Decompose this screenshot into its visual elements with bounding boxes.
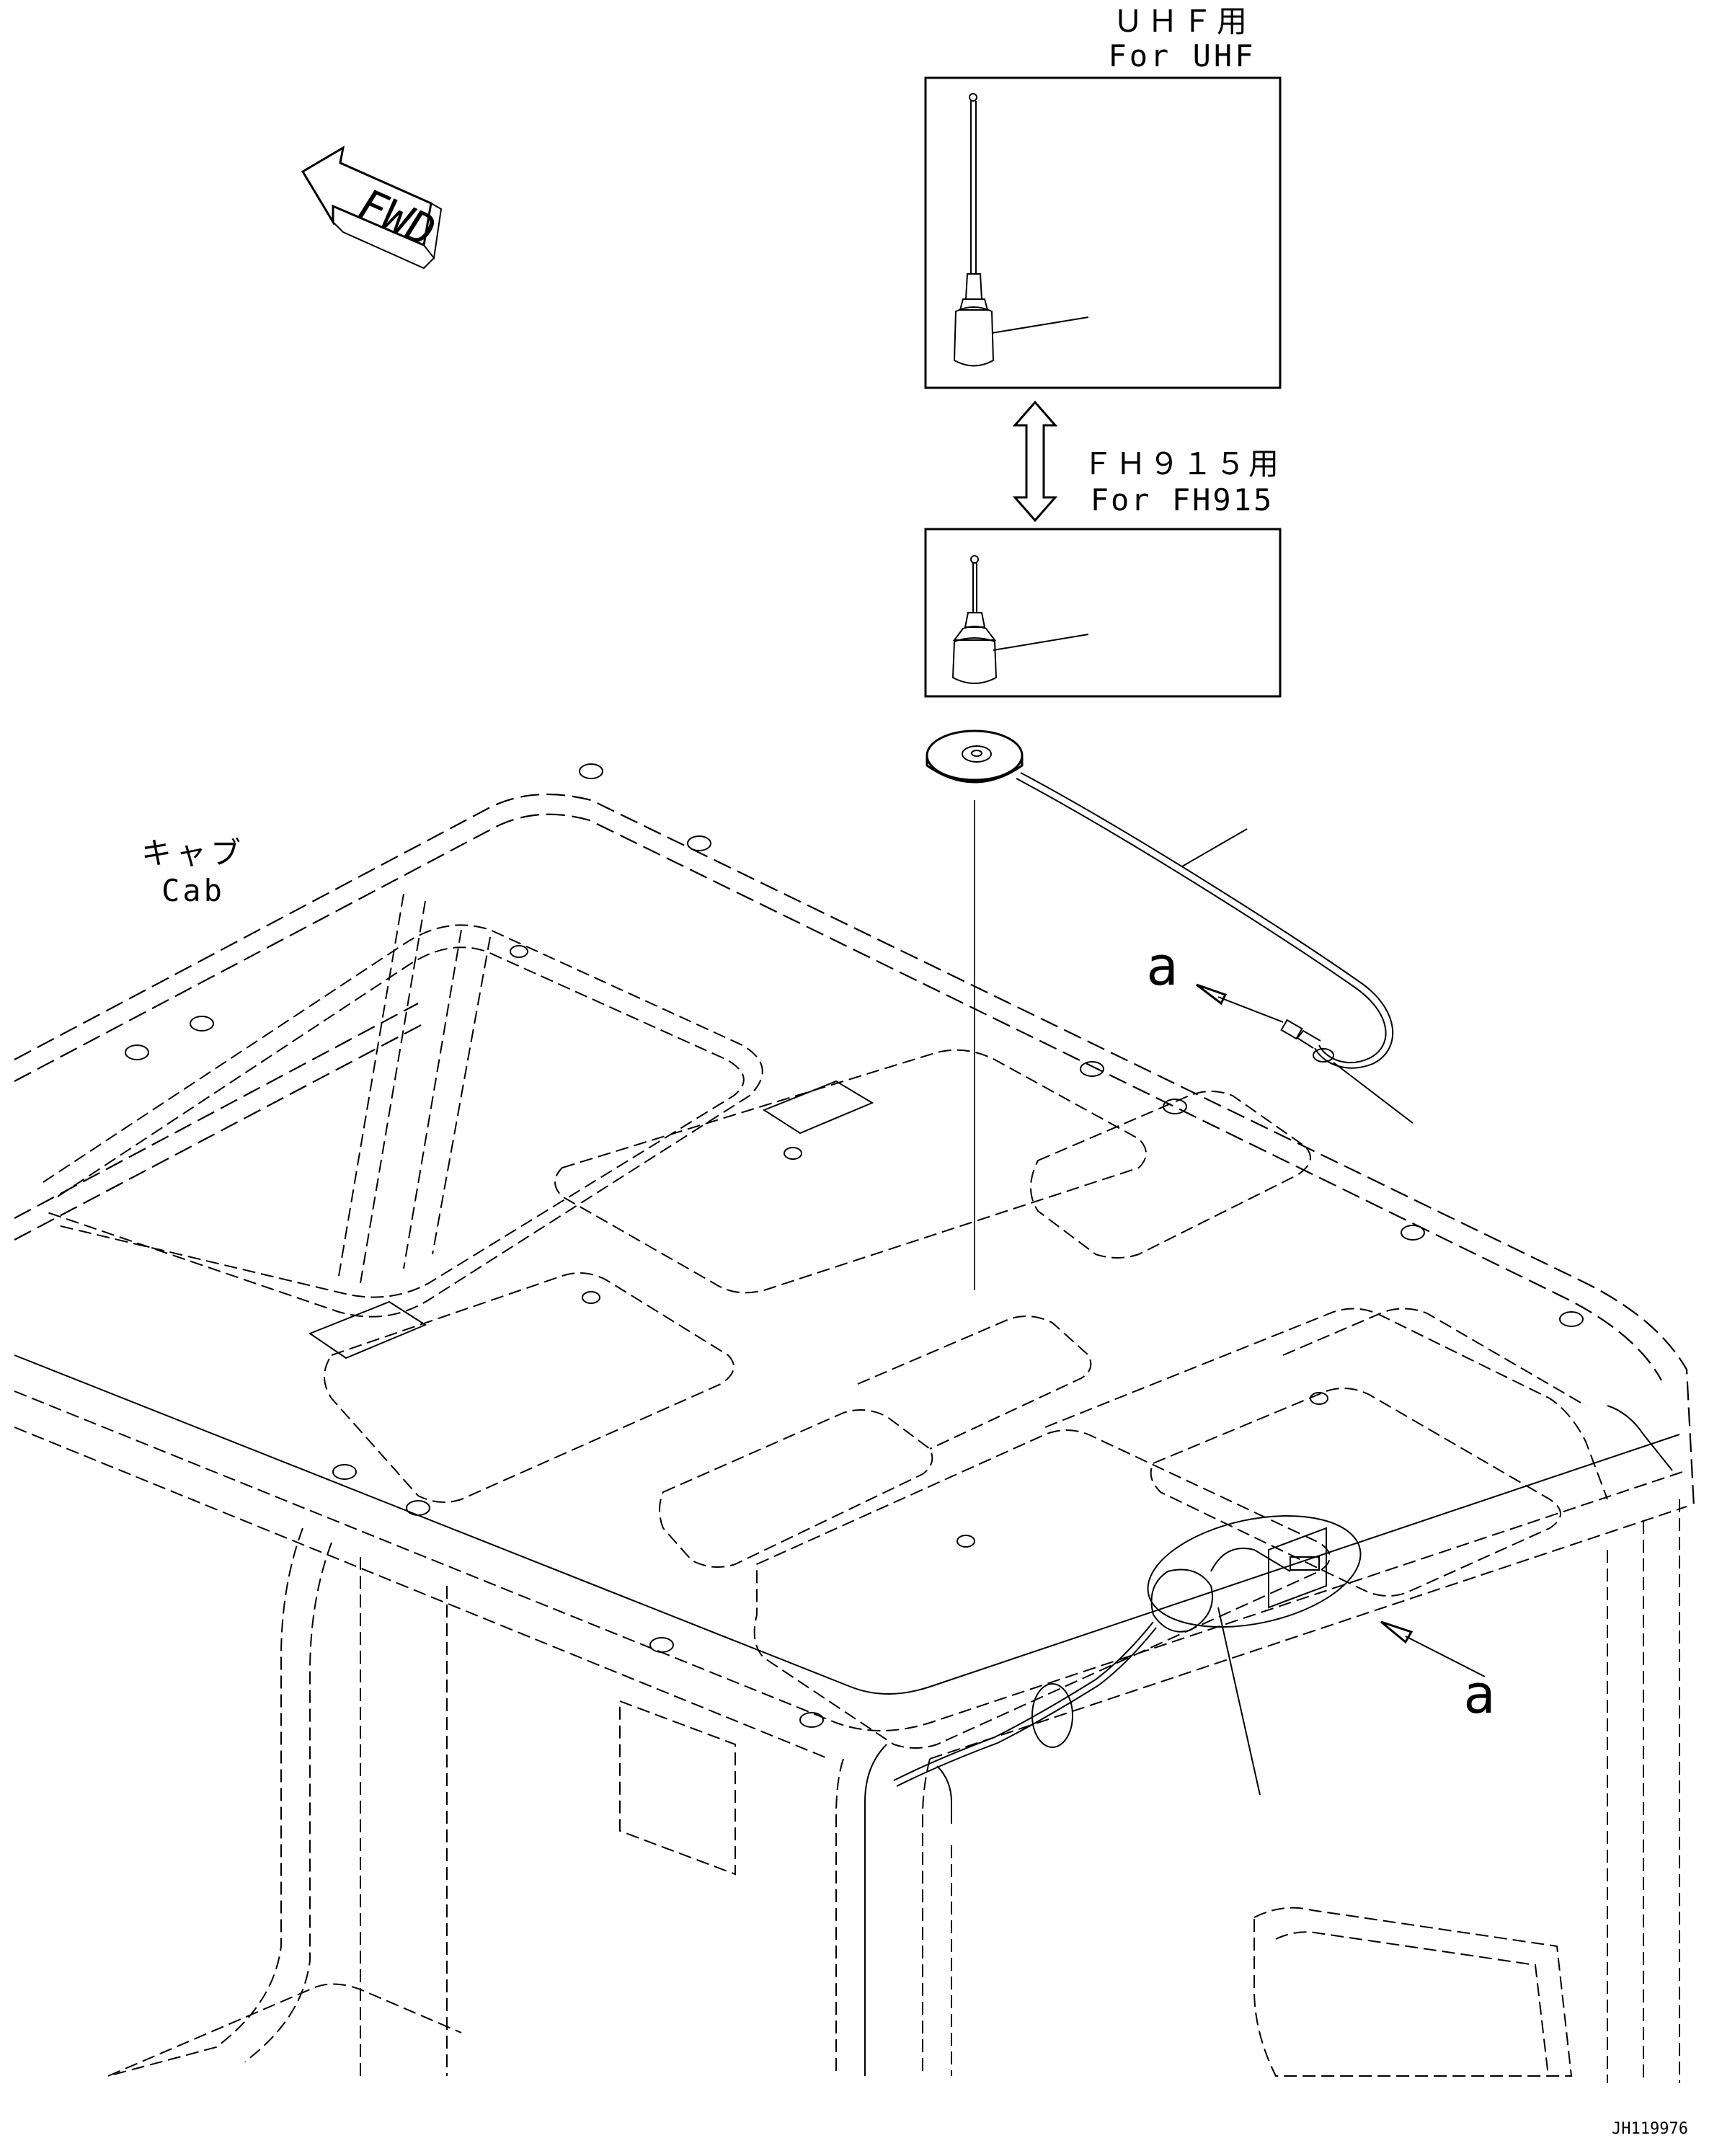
cab-label-en: Cab [161,873,225,908]
cab-label-jp: キャブ [141,835,245,871]
cab-roof-frame [14,763,1695,2083]
uhf-antenna-box [924,76,1282,389]
uhf-label-jp: ＵＨＦ用 [1113,4,1251,39]
antenna-icon [953,93,1089,367]
fh915-label-en: For FH915 [1091,482,1274,518]
callout-arrow-bottom [1380,1620,1486,1677]
callout-arrow-top [1196,983,1284,1023]
cable-connector-detail [893,1514,1362,1796]
fwd-arrow-icon: FWD [301,146,445,270]
callout-a-bottom: a [1463,1664,1496,1726]
roof-fasteners [125,763,1584,1728]
callout-a-top: a [1146,936,1179,998]
uhf-label-en: For UHF [1108,38,1256,74]
drawing-number: JH119976 [1612,2120,1688,2138]
fwd-label: FWD [347,181,445,256]
magnetic-mount-icon [926,729,1413,1290]
double-arrow-icon [1012,400,1058,523]
fh915-antenna-box [924,528,1282,698]
fh915-label-jp: ＦＨ９１５用 [1083,446,1282,482]
antenna-icon [951,555,1089,684]
